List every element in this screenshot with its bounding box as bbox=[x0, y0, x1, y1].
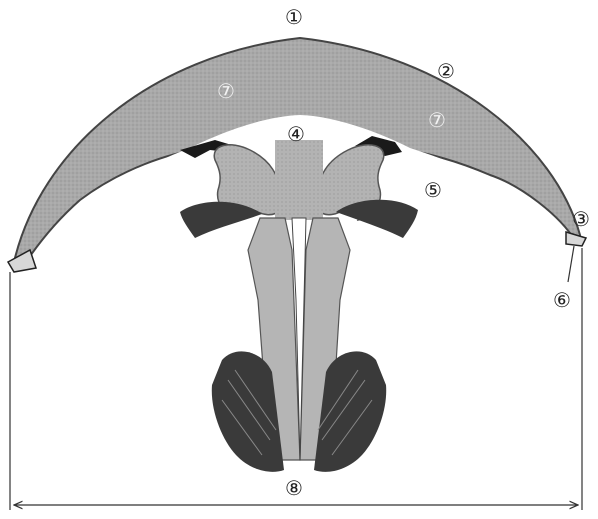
label-8: ⑧ bbox=[285, 476, 303, 500]
label-2: ② bbox=[437, 59, 455, 83]
label-6: ⑥ bbox=[553, 288, 571, 312]
label-4: ④ bbox=[287, 122, 305, 146]
label-5: ⑤ bbox=[424, 178, 442, 202]
pointer-line-6 bbox=[568, 246, 574, 282]
manubrium-stem bbox=[275, 140, 323, 220]
arm-frill-upper-right bbox=[336, 200, 418, 238]
label-7-left: ⑦ bbox=[217, 79, 235, 103]
label-7-right: ⑦ bbox=[428, 108, 446, 132]
label-3: ③ bbox=[572, 207, 590, 231]
label-1: ① bbox=[285, 5, 303, 29]
